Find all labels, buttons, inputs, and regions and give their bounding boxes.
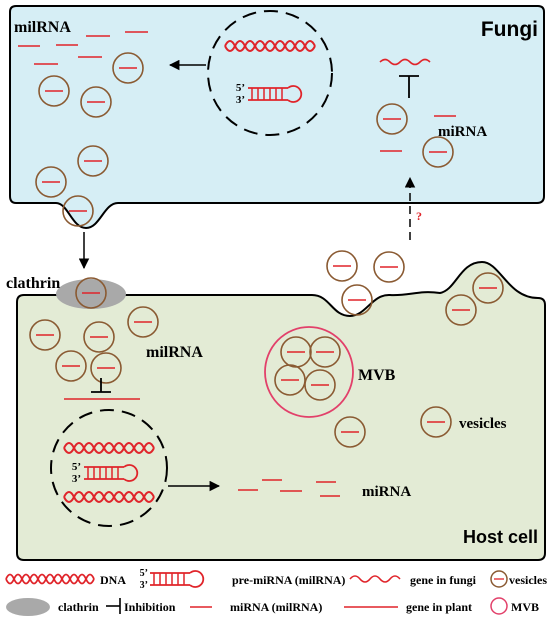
legend-dna-icon bbox=[5, 573, 95, 585]
legend-dna-label: DNA bbox=[100, 573, 126, 587]
secreted-vesicle bbox=[341, 284, 373, 316]
legend-gene-fungi-icon bbox=[349, 575, 401, 583]
legend-mirna-label: miRNA (milRNA) bbox=[230, 600, 322, 614]
legend-inhibition-label: Inhibition bbox=[124, 600, 176, 614]
legend-clathrin-label: clathrin bbox=[58, 600, 99, 614]
legend-vesicle-icon bbox=[490, 570, 508, 588]
host-vesicles-label: vesicles bbox=[459, 416, 507, 432]
host-mirna-label: miRNA bbox=[362, 484, 411, 500]
legend-clathrin-icon bbox=[6, 598, 50, 616]
host-milrna-label: milRNA bbox=[146, 344, 203, 361]
host-nucleus: 5’ 3’ bbox=[50, 409, 168, 527]
fungi-cell: Fungi milRNA 5’ 3’ bbox=[9, 5, 545, 230]
legend: DNA 5’ 3’ pre-miRNA (milRNA) gene in fun… bbox=[5, 568, 547, 616]
clathrin-icon bbox=[56, 279, 126, 309]
fungi-mirna-label: miRNA bbox=[438, 124, 487, 140]
legend-gene-fungi-label: gene in fungi bbox=[410, 573, 477, 587]
secreted-vesicle bbox=[326, 250, 358, 282]
fungi-membrane bbox=[9, 5, 545, 230]
legend-inhibition-icon bbox=[106, 598, 121, 614]
host-inhibition-icon bbox=[91, 378, 111, 393]
fungi-target-gene-icon bbox=[379, 58, 431, 66]
fungi-mirna-fragments bbox=[380, 115, 456, 152]
svg-text:3’: 3’ bbox=[236, 94, 245, 106]
clathrin-label: clathrin bbox=[6, 275, 60, 292]
host-mirna-fragments bbox=[238, 479, 340, 497]
svg-text:5’: 5’ bbox=[236, 82, 245, 94]
host-title: Host cell bbox=[463, 527, 538, 547]
svg-text:3’: 3’ bbox=[140, 580, 148, 591]
legend-pre-mirna-label: pre-miRNA (milRNA) bbox=[232, 573, 345, 587]
svg-text:3’: 3’ bbox=[72, 473, 81, 485]
unknown-route-marker: ? bbox=[416, 209, 422, 223]
fungi-nucleus: 5’ 3’ bbox=[207, 10, 333, 136]
fungi-title: Fungi bbox=[481, 18, 538, 41]
legend-mvb-icon bbox=[490, 597, 508, 615]
legend-gene-plant-label: gene in plant bbox=[406, 600, 472, 614]
fungi-milrna-fragments bbox=[18, 31, 148, 65]
legend-pre-mirna-icon bbox=[149, 570, 205, 588]
svg-text:5’: 5’ bbox=[140, 568, 148, 579]
svg-text:5’: 5’ bbox=[72, 461, 81, 473]
secreted-vesicle bbox=[373, 251, 405, 283]
legend-mvb-label: MVB bbox=[511, 600, 539, 614]
fungi-inhibition-icon bbox=[399, 75, 419, 98]
host-cell: Host cell clathrin milRNA 5’ 3’ bbox=[6, 250, 546, 561]
legend-vesicles-label: vesicles bbox=[509, 573, 547, 587]
mvb bbox=[264, 326, 354, 418]
fungi-milrna-label: milRNA bbox=[14, 19, 71, 36]
mvb-label: MVB bbox=[358, 367, 396, 384]
